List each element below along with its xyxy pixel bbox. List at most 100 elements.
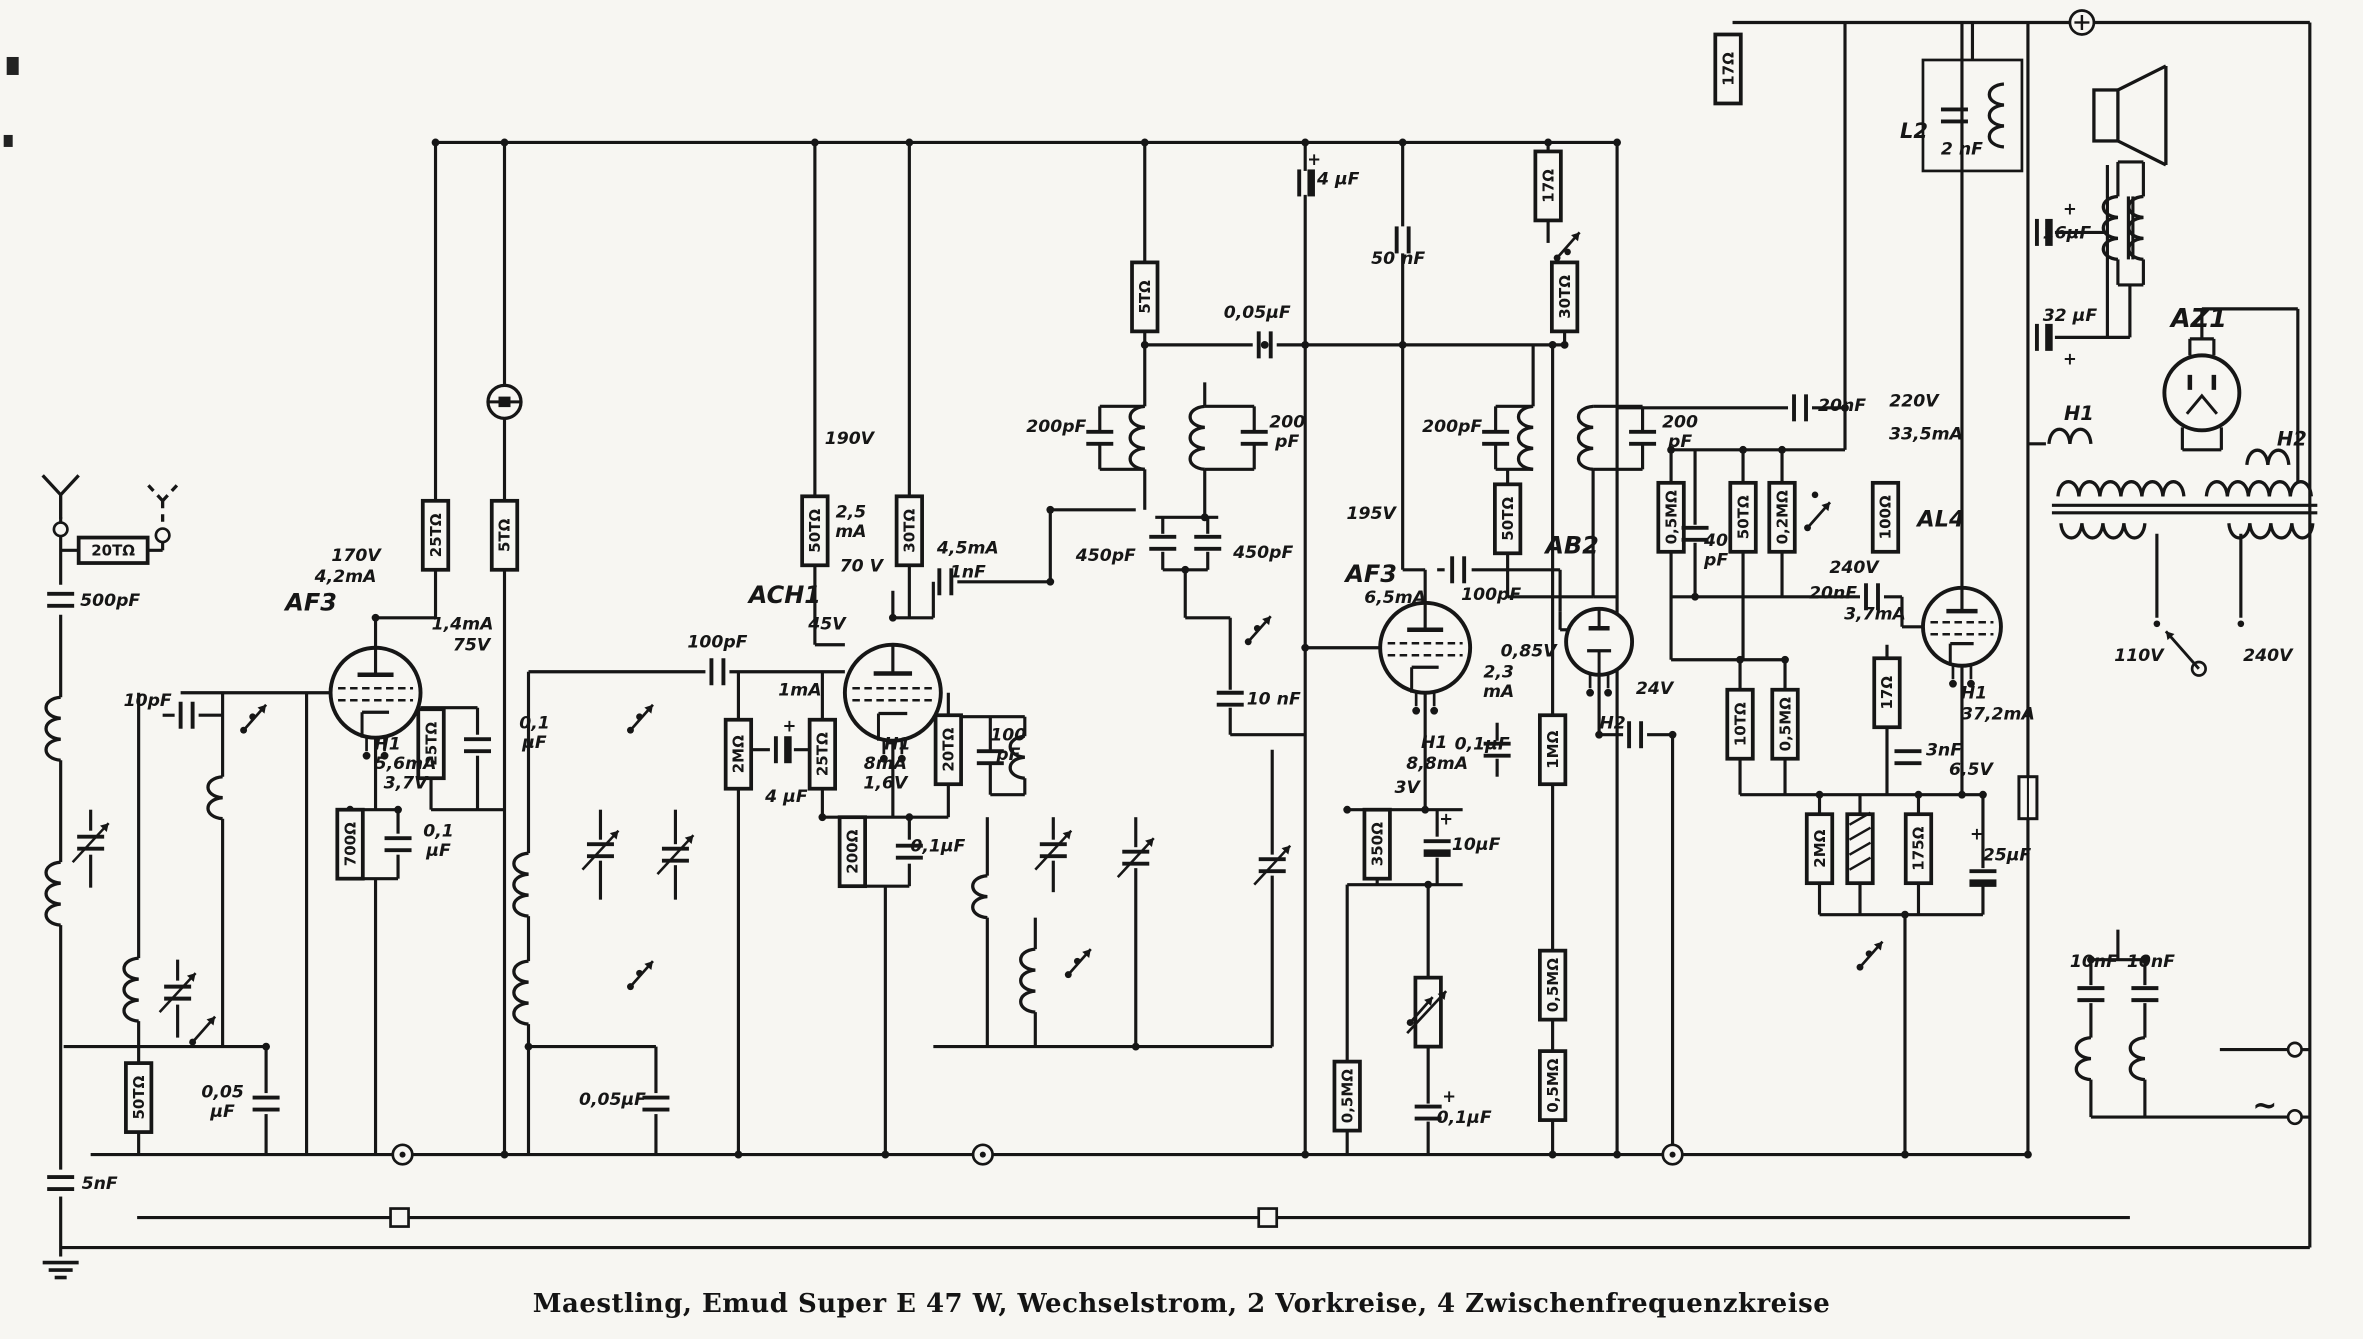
capacitor <box>1894 749 1922 766</box>
component-label: μF <box>425 841 451 861</box>
junction-dot <box>1736 655 1744 664</box>
coil <box>2227 523 2315 540</box>
resistor-body <box>1537 948 1568 1022</box>
resistor-700ω: 700Ω <box>335 807 365 881</box>
heater-pin <box>1949 679 1957 688</box>
junction-dot <box>1046 577 1055 586</box>
polarity-plus: + <box>1970 825 1984 844</box>
component-label: 45V <box>807 615 847 635</box>
trimmer-arrow <box>1116 837 1155 879</box>
coil <box>1576 404 1594 471</box>
component-label: AB2 <box>1543 531 1599 559</box>
resistor-value: 30TΩ <box>901 509 919 553</box>
capacitor <box>1864 583 1880 611</box>
resistor-body <box>1845 812 1875 886</box>
resistor-value: 200Ω <box>844 829 862 873</box>
resistor-0,2mω: 0,2MΩ <box>1767 480 1797 554</box>
polarity-plus: + <box>782 717 796 736</box>
capacitor <box>976 749 1004 766</box>
junction-dot <box>2024 1150 2032 1159</box>
polarity-plus: + <box>2063 349 2077 368</box>
coil-winding <box>512 851 529 918</box>
junction-dot <box>1424 880 1433 889</box>
arrow-head-icon <box>1821 502 1831 512</box>
component-label: 500pF <box>80 591 140 611</box>
heater-pin <box>879 754 888 763</box>
junction-dot <box>1548 1150 1557 1159</box>
antenna-icon <box>143 480 182 525</box>
component-label: 1,6V <box>863 774 909 794</box>
resistor-value: 100Ω <box>1877 495 1895 539</box>
component-label: 450pF <box>1075 546 1136 566</box>
junction-dot <box>1739 445 1747 454</box>
coil <box>2245 448 2291 466</box>
junction-dot <box>818 813 827 822</box>
component-label: 5nF <box>82 1174 118 1194</box>
resistor-200ω: 200Ω <box>837 815 867 889</box>
coil-winding <box>2059 523 2147 540</box>
component-label: pF <box>1274 432 1299 452</box>
component-label: ~ <box>2252 1089 2277 1124</box>
junction-dot <box>1979 790 1987 799</box>
capacitor-electro <box>2034 323 2053 351</box>
heater-pin <box>362 751 371 760</box>
capacitor-electro <box>2034 218 2053 246</box>
filament <box>2185 393 2219 415</box>
heater-pin <box>1430 706 1439 715</box>
resistor-body <box>1728 480 1758 554</box>
component-label: 16μF <box>2043 223 2092 243</box>
heater-pin <box>1586 688 1594 697</box>
resistor-value: 25TΩ <box>427 513 445 557</box>
component-label: 3nF <box>1926 741 1962 761</box>
contact-dot <box>1811 491 1819 499</box>
resistor-body <box>1903 812 1934 886</box>
trimmer-arrow <box>581 829 620 871</box>
capacitor <box>1240 429 1268 446</box>
component-label: 6,5mA <box>1364 588 1426 608</box>
arrow-head-icon <box>609 830 619 840</box>
component-label: 25μF <box>1983 846 2032 866</box>
capacitor <box>1394 226 1411 254</box>
component-label: 450pF <box>1232 543 1293 563</box>
resistor-value: 30TΩ <box>1556 275 1574 319</box>
coil <box>1516 404 1534 471</box>
resistor-2mω: 2MΩ <box>1804 812 1835 886</box>
polarity-plus: + <box>2063 199 2077 218</box>
terminal-oc <box>154 527 171 544</box>
coil-winding <box>2127 194 2144 262</box>
resistor-body <box>837 815 867 889</box>
junction-dot <box>1301 1150 1310 1159</box>
component-label: 8,8mA <box>1406 754 1468 774</box>
capacitor-trim <box>656 834 695 876</box>
junction-dot <box>262 1042 270 1051</box>
coil-winding <box>2047 427 2093 445</box>
arrow-head-icon <box>1145 838 1154 847</box>
component-label: 40 <box>1703 531 1728 551</box>
capacitor <box>464 737 492 754</box>
terminal-oplus <box>2068 9 2096 36</box>
junction-dot <box>888 613 897 622</box>
component-label: 4 μF <box>1316 169 1360 189</box>
coil-winding <box>206 775 223 821</box>
coil <box>2204 480 2313 497</box>
polarity-plus: + <box>1439 810 1453 829</box>
component-label: 37,2mA <box>1961 705 2035 725</box>
coil-winding <box>2101 194 2119 262</box>
component-label: 110V <box>2114 646 2165 666</box>
coil-winding <box>971 874 988 920</box>
resistor-175ω: 175Ω <box>1903 812 1934 886</box>
resistor-body <box>1767 480 1797 554</box>
resistor-body <box>335 807 365 881</box>
resistor-value: 50TΩ <box>1499 497 1517 541</box>
junction-dot <box>1691 592 1699 601</box>
resistor-10tω: 10TΩ <box>1725 687 1755 761</box>
hatch-line <box>1848 811 1872 826</box>
junction-dot <box>1958 790 1966 799</box>
resistor-body <box>1713 32 1743 106</box>
contact-dot <box>2237 620 2245 628</box>
junction-dot <box>371 613 380 622</box>
component-label: 32 μF <box>2043 306 2098 326</box>
resistor-value: 50TΩ <box>806 509 824 553</box>
coil <box>512 851 529 918</box>
resistor-50tω: 50TΩ <box>124 1061 154 1134</box>
